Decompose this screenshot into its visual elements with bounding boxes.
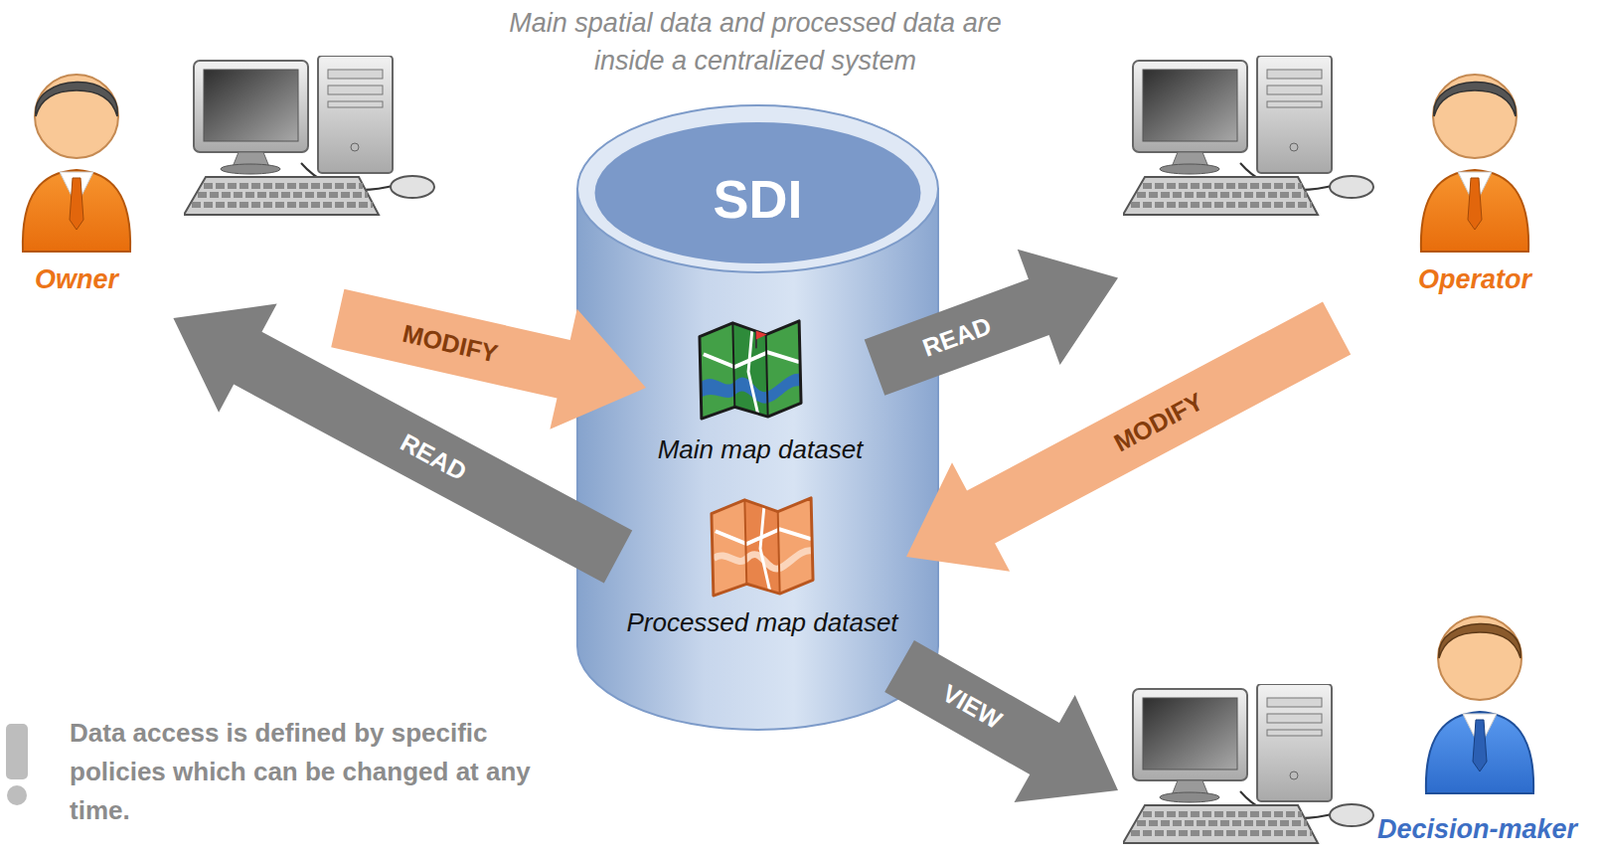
map-icon	[707, 489, 817, 600]
sdi-database: SDI Main map dataset Processed map datas…	[576, 99, 940, 731]
node-label: Operator	[1418, 264, 1532, 296]
role-decision-maker: Decision-maker	[1118, 591, 1586, 848]
role-operator: Operator	[1118, 49, 1551, 328]
map-icon	[695, 313, 805, 423]
role-owner: Owner	[17, 49, 463, 319]
computer-icon	[183, 55, 435, 215]
caption-text: Main spatial data and processed data are…	[477, 3, 1034, 80]
dataset-node: Main map dataset	[645, 303, 875, 473]
note-text: Data access is defined by specific polic…	[69, 713, 567, 830]
block-arrow	[906, 302, 1351, 572]
dataset-node: Processed map dataset	[618, 481, 907, 666]
node-label: Main map dataset	[657, 435, 864, 466]
node-label: Owner	[34, 264, 119, 296]
person-icon	[1421, 74, 1529, 252]
node-label: SDI	[712, 167, 802, 230]
node-label: Processed map dataset	[626, 608, 898, 639]
person-icon	[22, 74, 131, 252]
computer-icon	[1122, 55, 1374, 215]
computer-icon	[1122, 683, 1374, 843]
block-arrow	[884, 640, 1119, 802]
node-label: Decision-maker	[1377, 813, 1578, 845]
exclamation-mark	[5, 723, 28, 805]
person-icon	[1426, 616, 1534, 794]
block-arrow	[172, 304, 633, 584]
